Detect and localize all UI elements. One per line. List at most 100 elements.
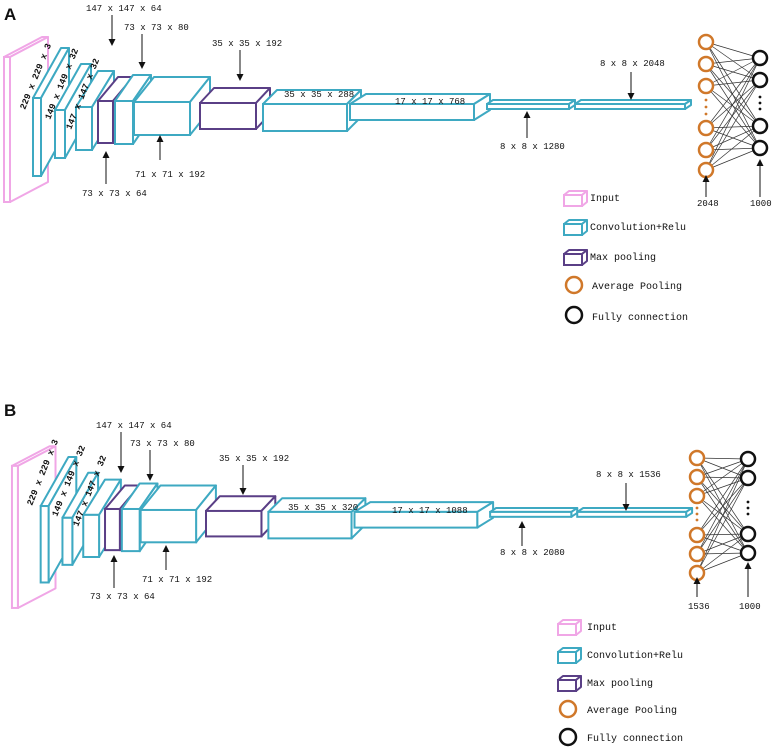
- conv3-label: 147 x 147 x 64: [86, 4, 162, 14]
- network-edge: [705, 57, 761, 65]
- fc-node: [751, 49, 769, 67]
- network-edge: [705, 79, 761, 151]
- network-edge: [696, 533, 749, 555]
- ellipsis-dot: [704, 105, 708, 109]
- ellipsis-dot: [704, 98, 708, 102]
- network-edge: [705, 57, 761, 151]
- network-edge: [705, 125, 761, 151]
- block2-block: [349, 93, 491, 121]
- fc-node: [739, 469, 757, 487]
- fc-node: [739, 450, 757, 468]
- panel-letter: A: [4, 5, 16, 24]
- fc-count-label: 1000: [739, 602, 761, 612]
- legend-conv-text: Convolution+Relu: [590, 222, 686, 234]
- fc-node: [739, 544, 757, 562]
- pool2-label: 35 x 35 x 192: [212, 39, 282, 49]
- block1-label: 35 x 35 x 288: [284, 90, 354, 100]
- conv5-block: [133, 76, 211, 136]
- ellipsis-dot: [695, 518, 699, 522]
- legend: Input Convolution+Relu Max pooling Avera…: [563, 190, 688, 325]
- panel-b: B 229 x 229 x 3 149 x 149 x 32 147 x 147…: [4, 401, 761, 747]
- legend-avgpool-swatch: [558, 699, 578, 719]
- network-edge: [696, 458, 749, 536]
- avg-pool-node: [688, 564, 706, 582]
- legend: Input Convolution+Relu Max pooling Avera…: [557, 619, 683, 747]
- network-edge: [696, 477, 749, 497]
- legend-fc-swatch: [558, 727, 578, 747]
- avg-pool-node: [697, 161, 715, 179]
- ellipsis-dot: [695, 506, 699, 510]
- ellipsis-dot: [704, 112, 708, 116]
- classifier-network: [688, 449, 757, 582]
- layer-blocks: [10, 445, 694, 609]
- network-edge: [705, 85, 761, 149]
- swatch-shape: [557, 619, 582, 636]
- legend-maxpool-text: Max pooling: [590, 252, 656, 264]
- legend-input-text: Input: [590, 194, 620, 205]
- swatch-shape: [563, 249, 588, 266]
- block2-label: 17 x 17 x 1088: [392, 506, 468, 516]
- network-edge: [705, 57, 761, 87]
- network-edge: [705, 63, 761, 127]
- classifier-network: [697, 33, 769, 179]
- network-edge: [705, 147, 761, 171]
- block2-block: [353, 501, 495, 529]
- network-edge: [696, 457, 749, 535]
- legend-fc-text: Fully connection: [587, 733, 683, 745]
- network-edge: [705, 147, 761, 151]
- layer-blocks: [3, 36, 692, 203]
- avg-pool-node: [697, 141, 715, 159]
- avg-pool-node: [688, 545, 706, 563]
- network-edge: [696, 495, 749, 535]
- legend-input-swatch: [563, 190, 588, 207]
- block2-label: 17 x 17 x 768: [395, 97, 465, 107]
- fc-count-label: 1000: [750, 199, 772, 209]
- avg-pool-node: [688, 487, 706, 505]
- conv3-label: 147 x 147 x 64: [96, 421, 172, 431]
- network-edge: [696, 458, 749, 478]
- legend-maxpool-swatch: [563, 249, 588, 266]
- block1-block: [267, 497, 367, 540]
- fc-node: [751, 71, 769, 89]
- avg-pool-node: [688, 526, 706, 544]
- fc-node: [751, 139, 769, 157]
- ellipsis-dot: [746, 512, 750, 516]
- conv5-label: 71 x 71 x 192: [135, 170, 205, 180]
- avg-count-label: 1536: [688, 602, 710, 612]
- legend-avgpool-swatch: [564, 275, 584, 295]
- input-block: [10, 445, 57, 609]
- legend-fc-text: Fully connection: [592, 312, 688, 324]
- network-edge: [696, 476, 749, 535]
- avg-pool-node: [688, 468, 706, 486]
- swatch-shape: [557, 675, 582, 692]
- ellipsis-dot: [695, 512, 699, 516]
- network-edge: [696, 458, 749, 497]
- avg-count-label: 2048: [697, 199, 719, 209]
- swatch-shape: [563, 219, 588, 236]
- network-edge: [696, 458, 749, 574]
- swatch-shape: [557, 647, 582, 664]
- block3-block: [489, 507, 579, 518]
- panel-letter: B: [4, 401, 16, 420]
- conv4-label: 73 x 73 x 80: [124, 23, 189, 33]
- pool2-block: [205, 495, 277, 538]
- block3-label: 8 x 8 x 2080: [500, 548, 565, 558]
- legend-maxpool-text: Max pooling: [587, 678, 653, 690]
- avg-pool-node: [697, 55, 715, 73]
- network-edge: [705, 85, 761, 127]
- network-edge: [696, 533, 749, 574]
- legend-maxpool-swatch: [557, 675, 582, 692]
- pool1-label: 73 x 73 x 64: [82, 189, 147, 199]
- legend-avgpool-text: Average Pooling: [592, 281, 682, 293]
- ellipsis-dot: [758, 107, 762, 111]
- block4-block: [574, 99, 692, 110]
- fc-node: [739, 525, 757, 543]
- conv2-block: [54, 63, 92, 159]
- avg-pool-node: [697, 77, 715, 95]
- network-edge: [705, 79, 761, 87]
- network-edge: [696, 457, 749, 460]
- conv5-label: 71 x 71 x 192: [142, 575, 212, 585]
- legend-conv-text: Convolution+Relu: [587, 650, 683, 662]
- block3-block: [486, 99, 576, 110]
